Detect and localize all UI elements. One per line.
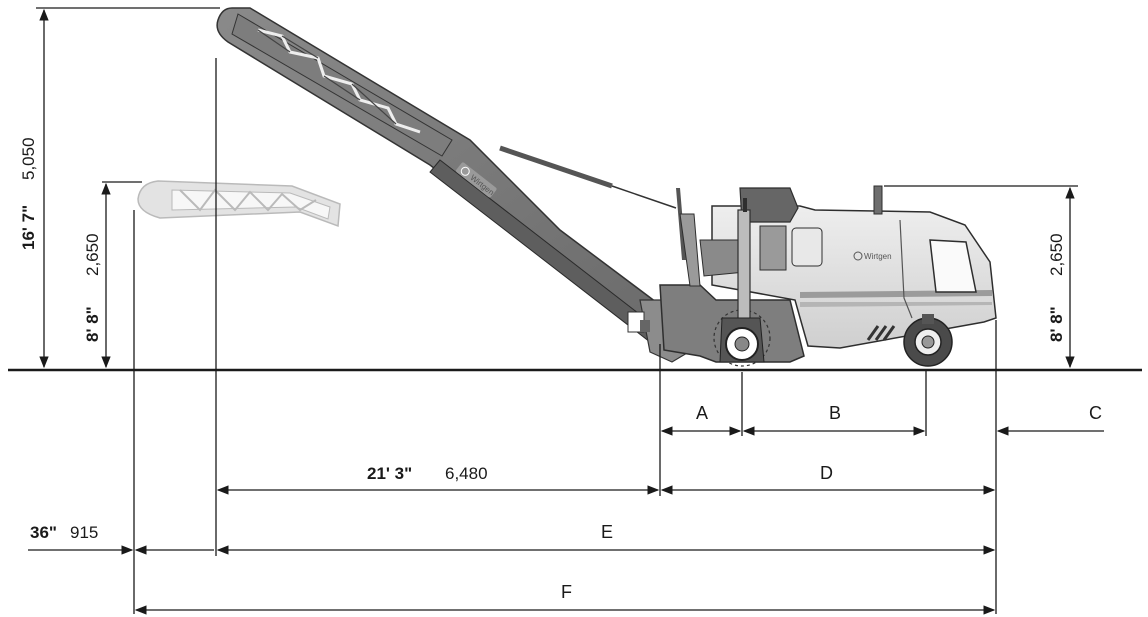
max-height-label: 16' 7" 5,050 [19,137,38,250]
label-c: C [1089,403,1102,423]
svg-text:2,650: 2,650 [83,233,102,276]
milling-machine: Wirtgen [659,185,997,367]
svg-text:2,650: 2,650 [1047,233,1066,276]
svg-text:5,050: 5,050 [19,137,38,180]
label-a: A [696,403,708,423]
svg-text:Wirtgen: Wirtgen [864,252,892,261]
raised-conveyor: Wirtgen [216,7,693,363]
label-e: E [601,522,613,542]
overhang-label: 36" 915 [30,523,98,542]
svg-text:16' 7": 16' 7" [19,205,38,250]
label-d: D [820,463,833,483]
label-b: B [829,403,841,423]
svg-text:36": 36" [30,523,57,542]
hood-logo: Wirtgen [853,251,892,261]
conveyor-reach-label: 21' 3" 6,480 [367,464,488,483]
svg-text:21' 3": 21' 3" [367,464,412,483]
svg-text:8' 8": 8' 8" [1047,306,1066,342]
folded-height-label: 8' 8" 2,650 [83,233,102,342]
dimension-lines [28,7,1104,615]
svg-text:915: 915 [70,523,98,542]
label-f: F [561,582,572,602]
svg-text:6,480: 6,480 [445,464,488,483]
svg-text:8' 8": 8' 8" [83,306,102,342]
machine-height-label: 8' 8" 2,650 [1047,233,1066,342]
folded-conveyor-ghost [137,180,341,228]
